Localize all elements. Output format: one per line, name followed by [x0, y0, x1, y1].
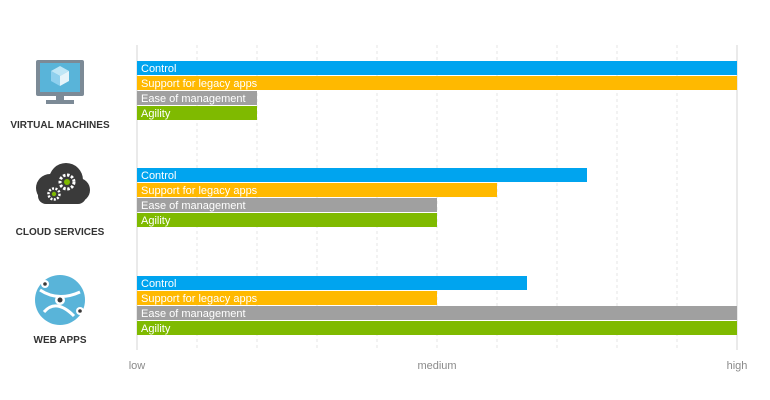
- bar-label: Agility: [141, 108, 171, 120]
- bar: [137, 276, 527, 290]
- bar-label: Control: [141, 278, 176, 290]
- bar-label: Ease of management: [141, 93, 246, 105]
- bar-label: Ease of management: [141, 308, 246, 320]
- group-label-cloud-services: CLOUD SERVICES: [16, 227, 105, 238]
- group-label-web-apps: WEB APPS: [34, 335, 87, 346]
- bar: [137, 198, 437, 212]
- bar-label: Ease of management: [141, 200, 246, 212]
- bar: [137, 168, 587, 182]
- bar: [137, 106, 257, 120]
- bar-label: Agility: [141, 323, 171, 335]
- web-globe-icon: [35, 275, 85, 325]
- bar: [137, 306, 737, 320]
- cloud-gears-icon: [36, 163, 90, 204]
- bar: [137, 321, 737, 335]
- bar-label: Support for legacy apps: [141, 78, 258, 90]
- x-tick-label: low: [129, 360, 146, 372]
- bar-label: Agility: [141, 215, 171, 227]
- x-tick-label: high: [727, 360, 748, 372]
- bar: [137, 76, 737, 90]
- bar: [137, 183, 497, 197]
- bar: [137, 61, 737, 75]
- bar-label: Control: [141, 63, 176, 75]
- virtual-machine-monitor-icon: [36, 60, 84, 104]
- x-tick-label: medium: [417, 360, 456, 372]
- bar-label: Support for legacy apps: [141, 185, 258, 197]
- group-label-virtual-machines: VIRTUAL MACHINES: [10, 120, 110, 131]
- bar: [137, 91, 257, 105]
- bar-label: Support for legacy apps: [141, 293, 258, 305]
- x-axis-ticks: low medium high: [129, 360, 748, 372]
- bar: [137, 291, 437, 305]
- bar-label: Control: [141, 170, 176, 182]
- bar: [137, 213, 437, 227]
